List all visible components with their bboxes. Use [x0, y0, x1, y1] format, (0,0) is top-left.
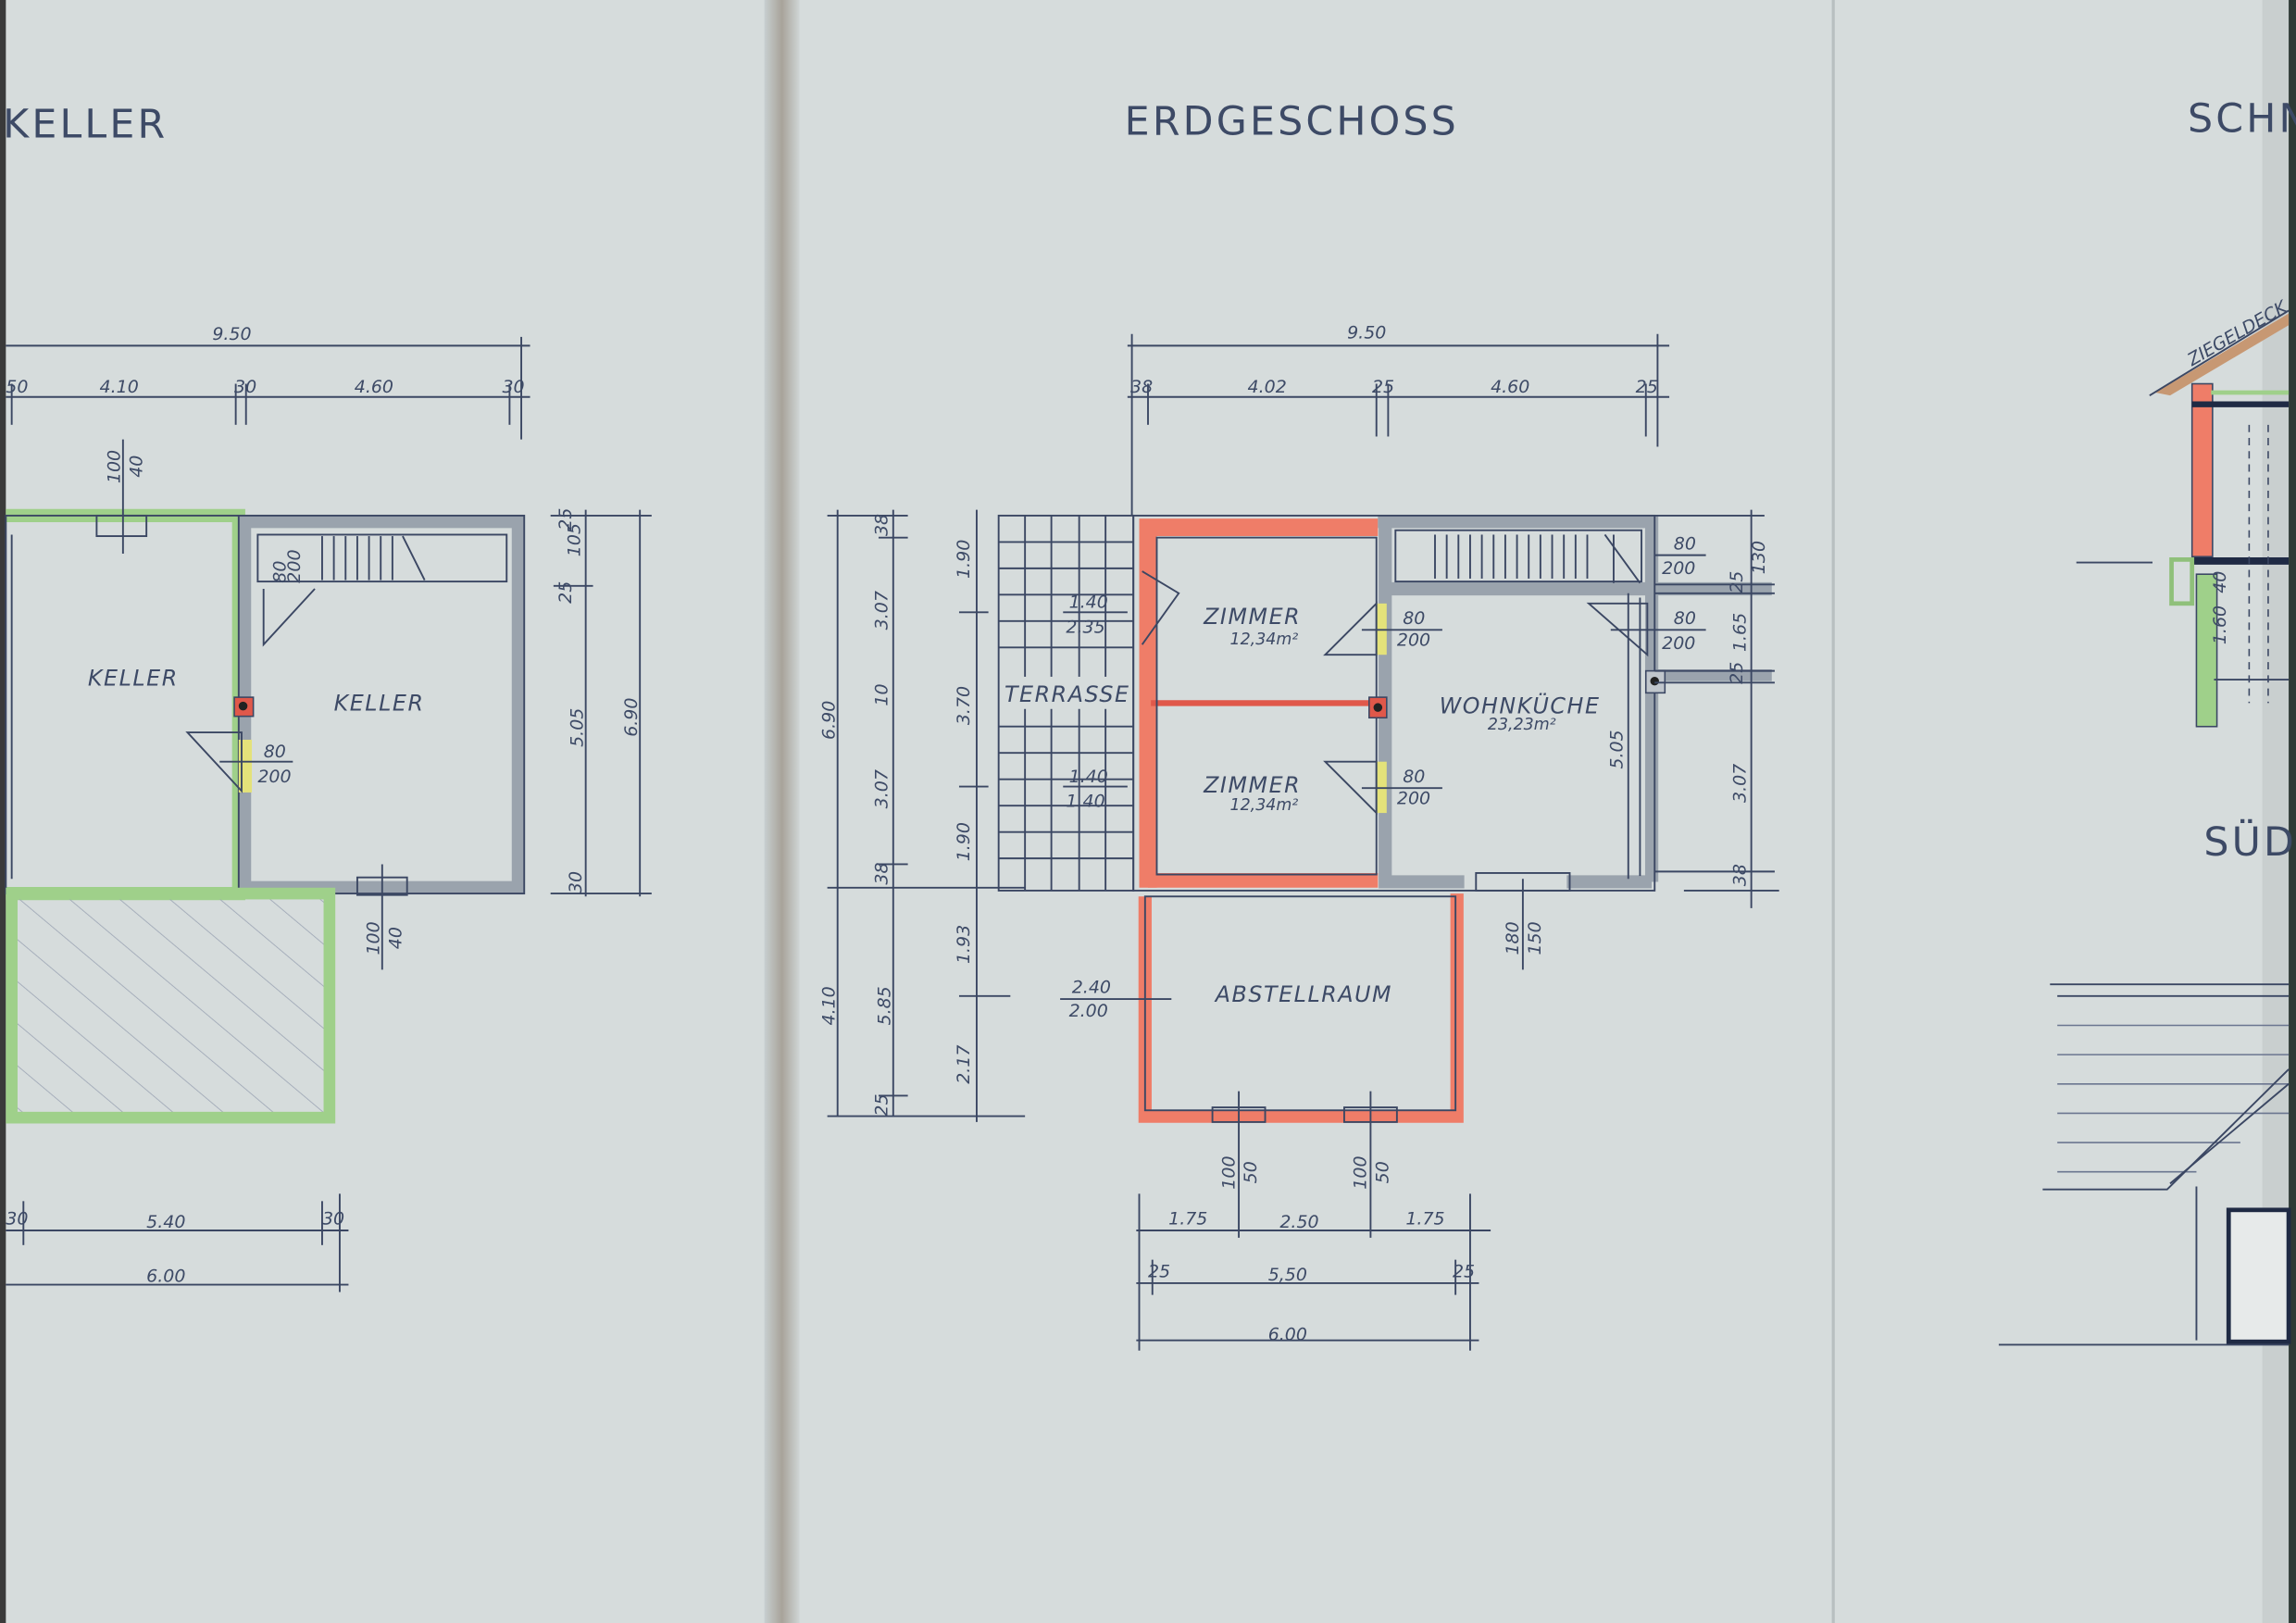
dim-label: 9.50 — [1347, 322, 1386, 343]
dim-label: 200 — [1397, 630, 1430, 651]
dim-label: 2.35 — [1066, 617, 1104, 637]
title-sued: SÜD — [2203, 818, 2296, 866]
title-keller: KELLER — [3, 102, 168, 148]
dim-label: 3.07 — [1729, 764, 1750, 803]
dim-label: 5.05 — [1606, 730, 1627, 768]
dim-label: 130 — [1749, 541, 1769, 574]
dim-label: 1.75 — [1168, 1209, 1207, 1230]
dim-label: 10 — [871, 683, 892, 705]
dim-label: 3.07 — [871, 591, 892, 630]
room-area-wohnkueche: 23,23m² — [1488, 716, 1556, 734]
room-label-zimmer-1: ZIMMER — [1203, 604, 1301, 630]
dim-label: 25 — [1453, 1262, 1475, 1282]
dim-label: 200 — [1662, 558, 1695, 579]
dim-label: 25 — [555, 508, 576, 531]
dim-label: 100 — [105, 450, 125, 483]
dim-label: 3.07 — [871, 769, 892, 808]
room-label-terrasse: TERRASSE — [1004, 681, 1130, 707]
dim-label: 4.02 — [1248, 377, 1287, 397]
dim-label: 4.10 — [819, 986, 840, 1025]
dim-label: 30 — [503, 377, 525, 397]
dim-label: 25 — [1727, 571, 1747, 593]
dim-label: 2.40 — [1072, 978, 1111, 998]
room-label-keller-1: KELLER — [88, 665, 179, 691]
title-schnitt: SCHN — [2188, 95, 2296, 142]
dim-label: 25 — [1148, 1262, 1170, 1282]
dim-label: 40 — [126, 456, 146, 478]
room-label-zimmer-2: ZIMMER — [1203, 772, 1301, 798]
dim-label: 100 — [1218, 1155, 1239, 1189]
keller-plan: 9.50 50 4.10 30 4.60 30 100 40 80 200 80… — [5, 324, 652, 1292]
dim-label: 1.40 — [1066, 792, 1104, 812]
dim-label: 5.85 — [875, 986, 895, 1025]
dim-label: 200 — [284, 549, 305, 582]
dim-label: 30 — [322, 1209, 344, 1230]
dim-label: 80 — [269, 561, 290, 583]
dim-label: 38 — [871, 862, 892, 884]
dim-label: 100 — [1351, 1155, 1371, 1189]
room-label-keller-2: KELLER — [334, 690, 425, 716]
dim-label: 30 — [6, 1209, 28, 1230]
dim-label: 50 — [6, 377, 28, 397]
dim-label: 1.93 — [954, 925, 974, 964]
dim-label: 6.90 — [621, 698, 642, 737]
dim-label: 150 — [1525, 921, 1545, 955]
dim-label: 38 — [871, 514, 892, 536]
dim-label: 25 — [1727, 662, 1747, 684]
dim-label: 40 — [2210, 571, 2230, 593]
dim-label: 2.17 — [954, 1045, 974, 1084]
room-label-abstellraum: ABSTELLRAUM — [1214, 981, 1392, 1007]
dim-label: 105 — [564, 523, 584, 556]
title-erdgeschoss: ERDGESCHOSS — [1125, 99, 1459, 145]
dim-label: 180 — [1503, 921, 1523, 955]
dim-label: 80 — [264, 742, 286, 762]
dim-label: 5.40 — [146, 1212, 185, 1232]
dim-label: 25 — [871, 1093, 892, 1116]
dim-label: 100 — [364, 921, 384, 955]
dim-label: 5.05 — [567, 708, 587, 747]
dim-label: 1.90 — [954, 540, 974, 579]
sued-elevation — [1998, 983, 2291, 1346]
dim-label: 1.75 — [1405, 1209, 1444, 1230]
room-area-zimmer-1: 12,34m² — [1230, 630, 1299, 649]
dim-label: 200 — [257, 767, 291, 787]
dim-label: 25 — [1372, 377, 1394, 397]
dim-label: 2.50 — [1279, 1212, 1318, 1232]
room-label-wohnkueche: WOHNKÜCHE — [1440, 693, 1601, 718]
dim-label: 200 — [1662, 633, 1695, 654]
dim-label: 3.70 — [954, 686, 974, 725]
dim-label: 6.00 — [1268, 1325, 1307, 1345]
dim-label: 30 — [566, 871, 586, 893]
dim-label: 1.60 — [2210, 606, 2230, 644]
dim-label: 200 — [1397, 789, 1430, 809]
dim-label: 80 — [1403, 608, 1425, 629]
dim-label: 25 — [555, 581, 576, 604]
dim-label: 6.90 — [819, 701, 840, 740]
dim-label: 5,50 — [1268, 1265, 1307, 1285]
dim-label: 1.40 — [1069, 767, 1108, 787]
dim-label: 25 — [1636, 377, 1658, 397]
dim-label: 1.65 — [1729, 613, 1750, 652]
dim-label: 80 — [1674, 608, 1696, 629]
dim-label: 4.60 — [1491, 377, 1529, 397]
dim-label: 4.10 — [100, 377, 139, 397]
dim-label: 40 — [385, 927, 406, 949]
erdgeschoss-plan: 9.50 38 4.02 25 4.60 25 TERRASSE — [819, 322, 1779, 1351]
dim-label: 50 — [1372, 1161, 1392, 1183]
dim-label: 38 — [1130, 377, 1153, 397]
dim-label: 1.40 — [1069, 593, 1108, 613]
dim-label: 9.50 — [212, 324, 251, 344]
dim-label: 38 — [1729, 864, 1750, 886]
dim-label: 80 — [1403, 767, 1425, 787]
dim-label: 80 — [1674, 533, 1696, 554]
room-area-zimmer-2: 12,34m² — [1230, 796, 1299, 815]
dim-label: 2.00 — [1069, 1001, 1108, 1021]
dim-label: 50 — [1241, 1161, 1261, 1183]
dim-label: 6.00 — [146, 1266, 185, 1286]
dim-label: 4.60 — [355, 377, 393, 397]
dim-label: 30 — [234, 377, 256, 397]
page-fold — [764, 0, 800, 1623]
dim-label: 1.90 — [954, 822, 974, 861]
